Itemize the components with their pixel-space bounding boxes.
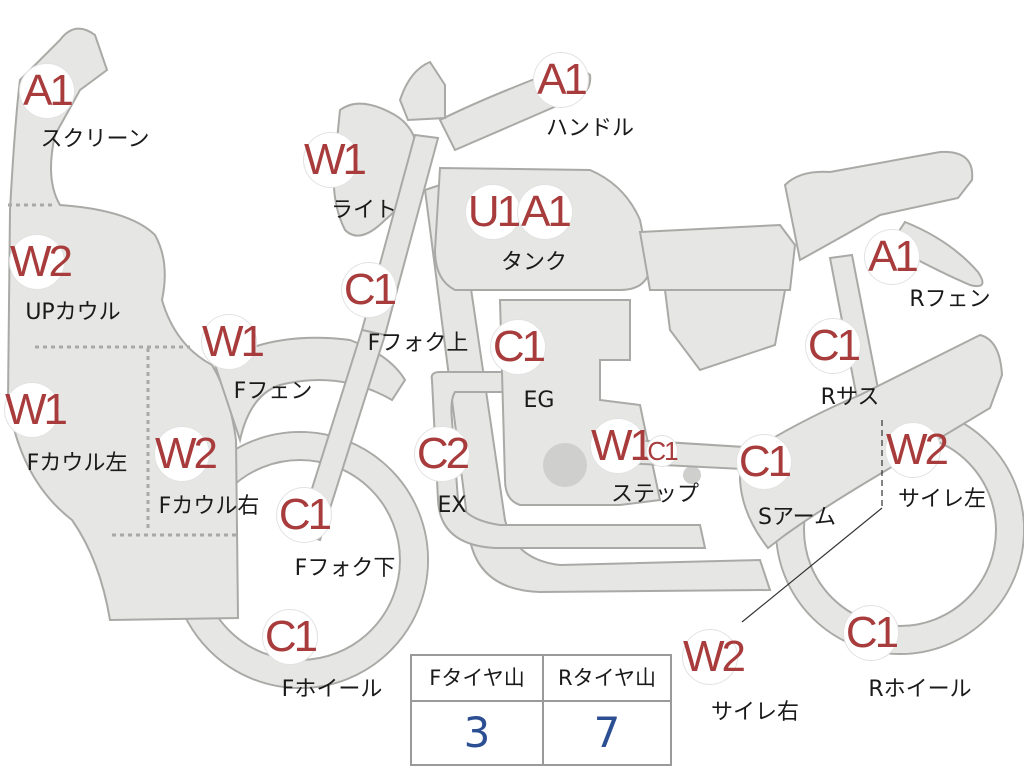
- f-fender-code-badge: W1: [202, 315, 265, 369]
- f-fork-lower-label: Fフォク下: [294, 556, 396, 581]
- r-fender-label: Rフェン: [909, 287, 991, 312]
- step-label: ステップ: [610, 482, 700, 507]
- f-fork-upper-label: Fフォク上: [367, 331, 469, 356]
- f-fork-lower-code-badge: C1: [277, 488, 332, 542]
- step-code-badge-2: C1: [647, 436, 679, 466]
- muffler-right-label: サイレ右: [710, 700, 800, 725]
- r-fender-code-badge: A1: [865, 230, 919, 284]
- muffler-left-code-badge: W2: [886, 423, 949, 477]
- exhaust-code-badge: C2: [415, 427, 470, 481]
- f-cowl-left-code-badge: W1: [5, 383, 68, 437]
- tank-code-badge-2: A1: [518, 185, 572, 239]
- muffler-left-label: サイレ左: [897, 487, 987, 512]
- muffler-right-code-badge: W2: [683, 630, 746, 684]
- handle-code-badge: A1: [534, 53, 588, 107]
- engine-label: EG: [523, 388, 555, 413]
- tire-tread-table: Fタイヤ山 Rタイヤ山 3 7: [410, 654, 672, 766]
- swing-arm-code-badge: C1: [737, 435, 792, 489]
- front-tire-tread-header: Fタイヤ山: [412, 656, 544, 702]
- front-tire-tread-value: 3: [412, 702, 544, 764]
- up-cowl-code-badge: W2: [10, 235, 73, 289]
- seat-shape: [638, 223, 797, 291]
- up-cowl-label: UPカウル: [25, 300, 121, 325]
- tail-shape: [783, 150, 974, 262]
- tank-code-badge-1: U1: [466, 185, 521, 239]
- step-code-badge-1: W1: [591, 419, 654, 473]
- screen-label: スクリーン: [40, 127, 150, 152]
- exhaust-shape: [430, 371, 707, 549]
- tank-label: タンク: [500, 250, 568, 275]
- screen-code-badge: A1: [20, 64, 74, 118]
- rear-tire-tread-value: 7: [593, 708, 621, 757]
- f-cowl-left-label: Fカウル左: [26, 451, 128, 476]
- r-suspension-code-badge: C1: [806, 319, 861, 373]
- light-label: ライト: [330, 198, 398, 223]
- rear-tire-tread-header: Rタイヤ山: [542, 656, 672, 702]
- r-suspension-label: Rサス: [820, 385, 880, 410]
- f-cowl-right-code-badge: W2: [155, 427, 218, 481]
- engine-code-badge: C1: [491, 320, 546, 374]
- f-wheel-code-badge: C1: [263, 610, 318, 664]
- exhaust-label: EX: [437, 493, 467, 518]
- swing-arm-label: Sアーム: [758, 505, 836, 530]
- f-fender-label: Fフェン: [233, 379, 313, 404]
- f-wheel-label: Fホイール: [281, 677, 383, 702]
- r-wheel-code-badge: C1: [844, 606, 899, 660]
- handle-label: ハンドル: [545, 116, 635, 141]
- light-code-badge: W1: [304, 133, 367, 187]
- f-cowl-right-label: Fカウル右: [158, 494, 260, 519]
- f-fork-upper-code-badge: C1: [342, 263, 397, 317]
- r-wheel-label: Rホイール: [868, 677, 972, 702]
